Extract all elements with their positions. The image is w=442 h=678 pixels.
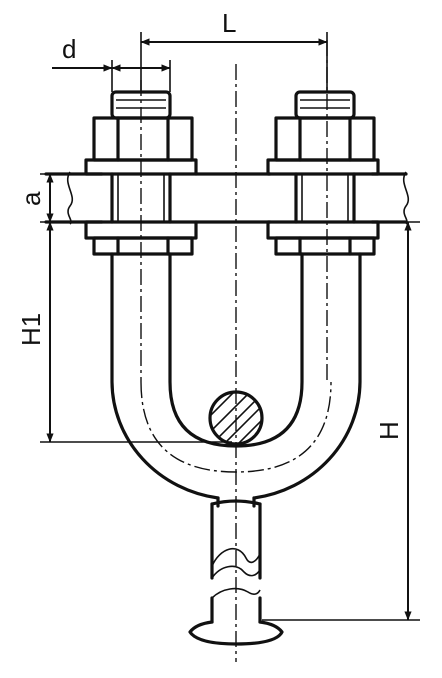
- centerlines: [140, 40, 332, 662]
- dimension-label-H1: H1: [16, 313, 46, 346]
- dimension-label-a: a: [16, 191, 46, 206]
- right-nut-assembly: [266, 90, 380, 256]
- dimension-lines: [40, 32, 420, 621]
- threaded-shanks: [110, 172, 356, 224]
- left-nut-assembly: [84, 90, 198, 256]
- dimension-label-L: L: [222, 8, 236, 38]
- dimension-label-H: H: [374, 421, 404, 440]
- dimension-label-d: d: [62, 34, 76, 64]
